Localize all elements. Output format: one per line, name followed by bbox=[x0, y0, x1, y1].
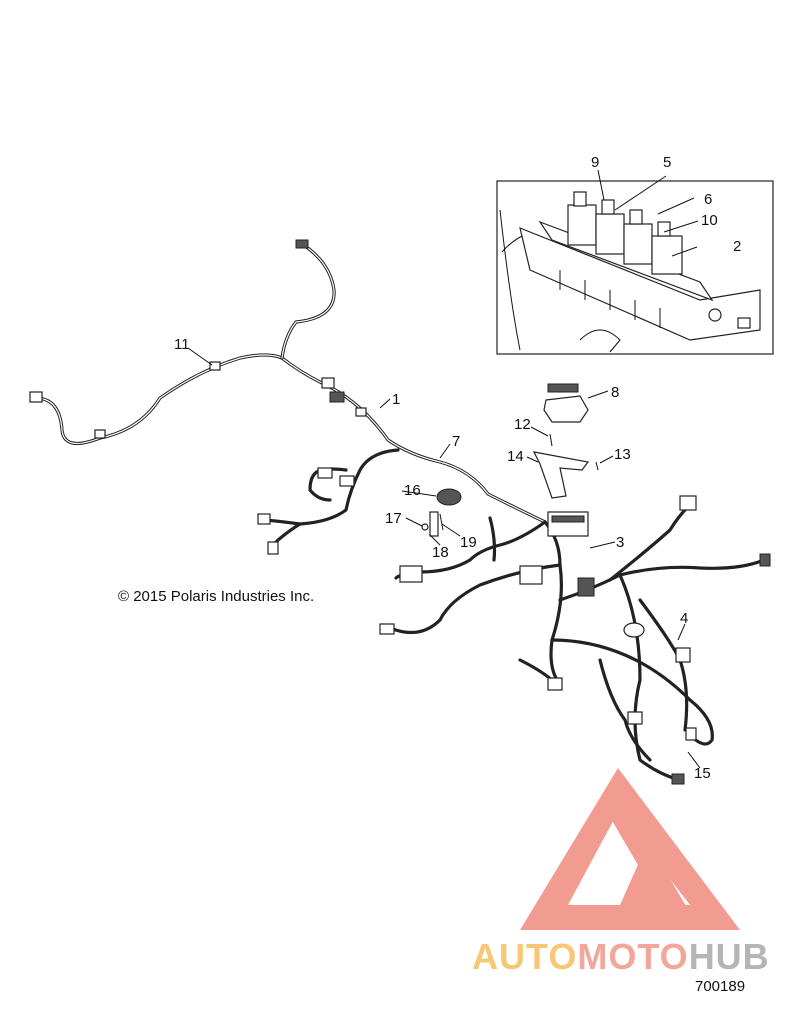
callout-leaders bbox=[187, 169, 701, 769]
callout-12: 12 bbox=[514, 416, 531, 433]
callout-19: 19 bbox=[460, 534, 477, 551]
watermark-text-moto: MOTO bbox=[577, 936, 689, 977]
callout-6: 6 bbox=[704, 191, 712, 208]
watermark-text-hub: HUB bbox=[688, 936, 770, 977]
callout-13: 13 bbox=[614, 446, 631, 463]
callout-7: 7 bbox=[452, 433, 460, 450]
callout-4: 4 bbox=[680, 610, 688, 627]
callout-3: 3 bbox=[616, 534, 624, 551]
callout-9: 9 bbox=[591, 154, 599, 171]
callout-labels: 1 2 3 4 5 6 7 8 9 10 11 12 13 14 15 16 1… bbox=[174, 154, 741, 782]
callout-18: 18 bbox=[432, 544, 449, 561]
copyright-notice: © 2015 Polaris Industries Inc. bbox=[118, 588, 315, 605]
callout-5: 5 bbox=[663, 154, 671, 171]
callout-14: 14 bbox=[507, 448, 524, 465]
callout-15: 15 bbox=[694, 765, 711, 782]
callout-1: 1 bbox=[392, 391, 400, 408]
watermark-text-auto: AUTO bbox=[472, 936, 578, 977]
watermark-text: AUTOMOTOHUB bbox=[472, 936, 770, 978]
figure-number: 700189 bbox=[695, 978, 746, 995]
harness-connectors bbox=[29, 239, 771, 785]
callout-8: 8 bbox=[611, 384, 619, 401]
fuse-box-inset bbox=[496, 180, 774, 355]
callout-17: 17 bbox=[385, 510, 402, 527]
callout-10: 10 bbox=[701, 212, 718, 229]
callout-16: 16 bbox=[404, 482, 421, 499]
callout-2: 2 bbox=[733, 238, 741, 255]
callout-11: 11 bbox=[174, 336, 190, 353]
watermark-logo bbox=[520, 768, 740, 930]
